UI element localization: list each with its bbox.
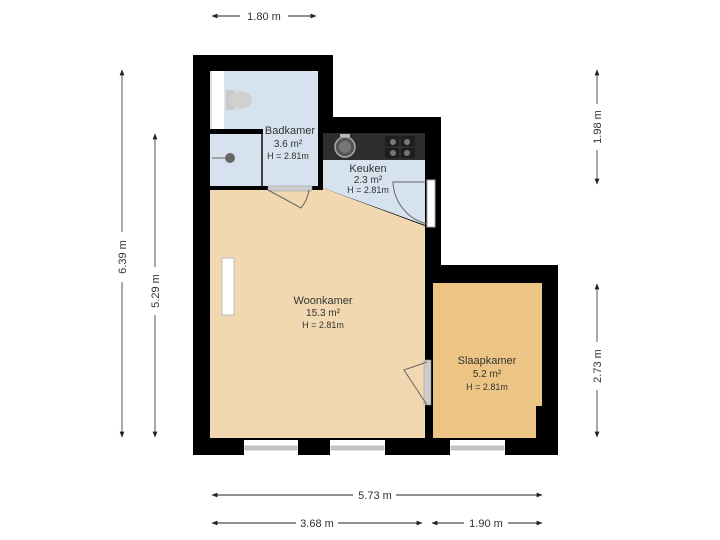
room-slaapkamer-floor xyxy=(433,283,542,438)
room-label-slaapkamer: Slaapkamer 5.2 m² H = 2.81m xyxy=(458,355,517,392)
dim-bottom-right-label: 1.90 m xyxy=(469,518,503,530)
svg-text:2.3 m²: 2.3 m² xyxy=(354,175,383,186)
dim-bottom-left-label: 3.68 m xyxy=(300,518,334,530)
dim-right-bottom-label: 2.73 m xyxy=(592,349,604,383)
svg-text:H = 2.81m: H = 2.81m xyxy=(267,151,309,161)
room-label-badkamer: Badkamer 3.6 m² H = 2.81m xyxy=(265,125,315,161)
dim-left-inner-label: 5.29 m xyxy=(150,274,162,308)
room-label-woonkamer: Woonkamer 15.3 m² H = 2.81m xyxy=(293,295,352,330)
room-keuken-floor xyxy=(323,160,425,225)
svg-text:Slaapkamer: Slaapkamer xyxy=(458,355,517,367)
windows xyxy=(212,71,505,455)
dim-bottom-total-label: 5.73 m xyxy=(358,490,392,502)
svg-text:H = 2.81m: H = 2.81m xyxy=(302,320,344,330)
fixtures xyxy=(212,90,415,163)
svg-text:15.3 m²: 15.3 m² xyxy=(306,308,341,319)
kitchen-sink-icon xyxy=(334,134,356,158)
svg-text:3.6 m²: 3.6 m² xyxy=(274,139,303,150)
doors xyxy=(267,181,432,406)
dim-top-label: 1.80 m xyxy=(247,11,281,23)
room-label-keuken: Keuken 2.3 m² H = 2.81m xyxy=(347,163,389,195)
stove-icon xyxy=(385,136,415,158)
svg-text:H = 2.81m: H = 2.81m xyxy=(466,382,508,392)
dim-right-top-label: 1.98 m xyxy=(592,110,604,144)
shower-drain-icon xyxy=(212,153,235,163)
svg-text:Badkamer: Badkamer xyxy=(265,125,315,137)
svg-text:Woonkamer: Woonkamer xyxy=(293,295,352,307)
svg-text:Keuken: Keuken xyxy=(349,163,386,175)
svg-text:H = 2.81m: H = 2.81m xyxy=(347,185,389,195)
toilet-icon xyxy=(226,90,252,110)
svg-text:5.2 m²: 5.2 m² xyxy=(473,369,502,380)
room-woonkamer-floor xyxy=(210,188,425,438)
dim-left-outer-label: 6.39 m xyxy=(117,240,129,274)
